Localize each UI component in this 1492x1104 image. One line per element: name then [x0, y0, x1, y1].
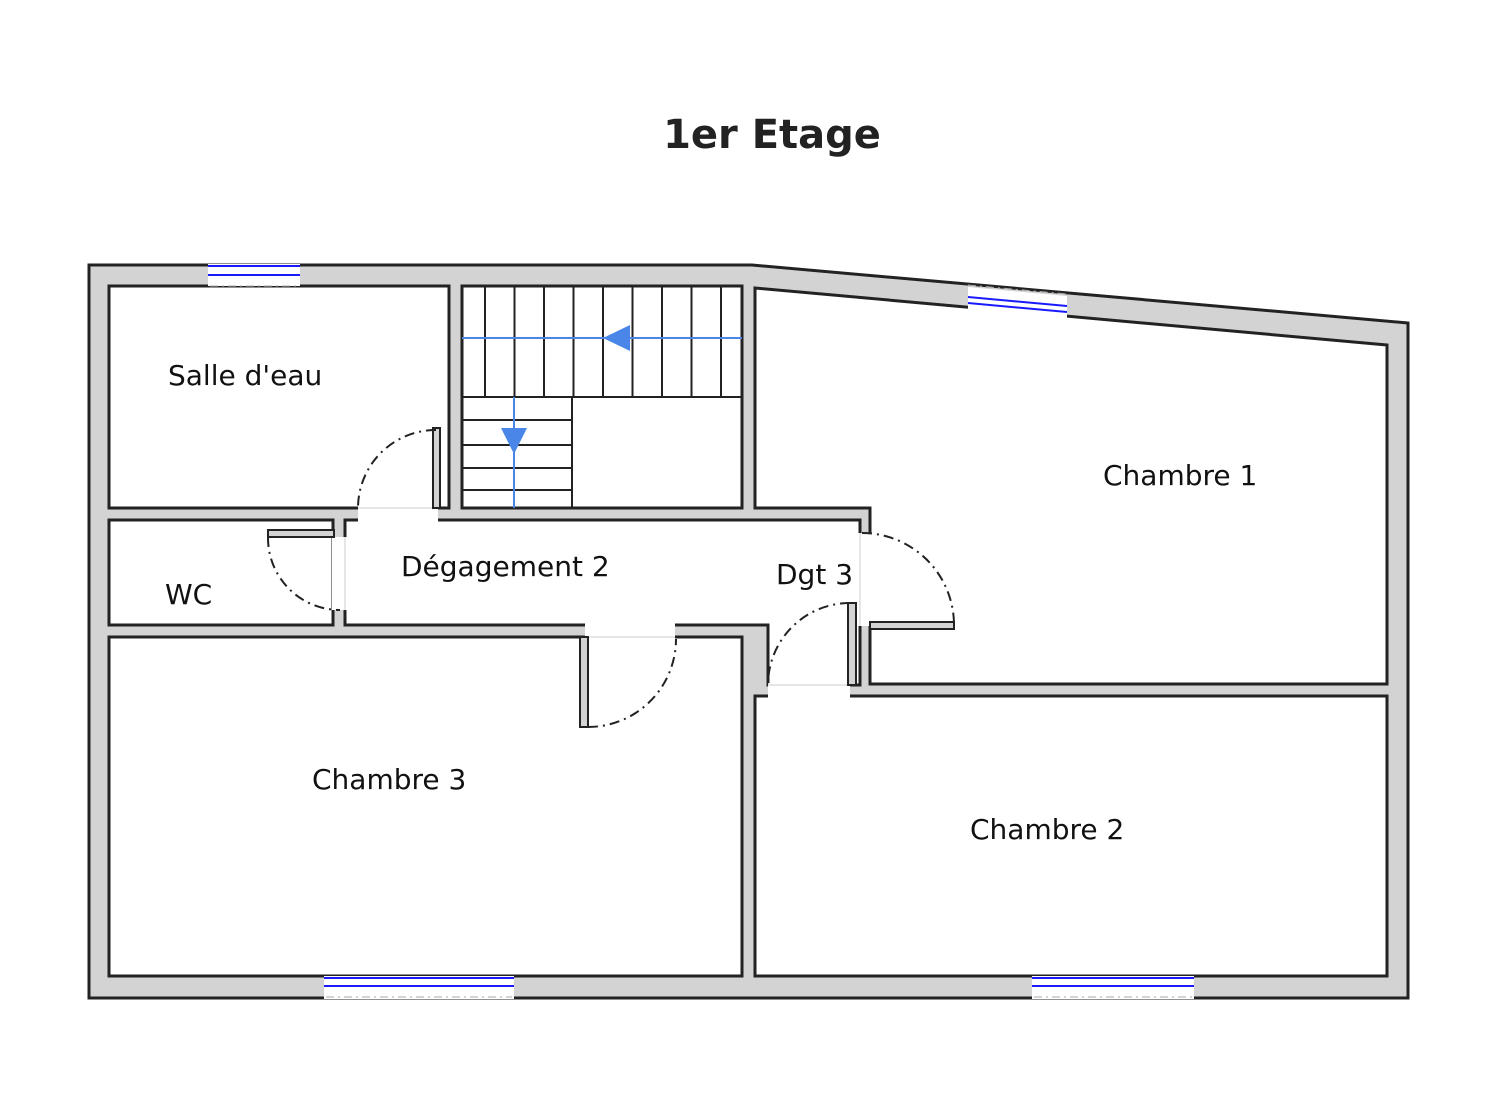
label-chambre-2: Chambre 2 — [970, 813, 1124, 846]
room-salle-deau — [107, 284, 451, 510]
door-openings — [332, 506, 872, 698]
window-chambre-3 — [324, 976, 514, 999]
plan-title: 1er Etage — [663, 112, 881, 158]
label-salle-deau: Salle d'eau — [168, 359, 322, 392]
label-dgt-3: Dgt 3 — [776, 558, 853, 591]
room-chambre-2 — [753, 694, 1389, 978]
door-chambre-3 — [579, 636, 589, 728]
window-salle-deau — [208, 264, 300, 287]
room-wc — [107, 518, 335, 627]
doors — [267, 427, 955, 728]
windows — [208, 264, 1194, 999]
room-chambre-1 — [753, 286, 1389, 686]
window-chambre-2 — [1032, 976, 1194, 999]
staircase — [462, 286, 742, 508]
label-chambre-3: Chambre 3 — [312, 763, 466, 796]
window-chambre-1 — [967, 284, 1068, 318]
stair-direction-arrows — [462, 325, 742, 508]
door-salle-deau — [432, 427, 441, 509]
walls — [87, 263, 1410, 1000]
label-wc: WC — [165, 578, 212, 611]
label-degagement-2: Dégagement 2 — [401, 550, 610, 583]
room-chambre-3 — [107, 635, 744, 978]
label-chambre-1: Chambre 1 — [1103, 459, 1257, 492]
door-chambre-1 — [869, 621, 955, 630]
door-chambre-2 — [847, 602, 857, 686]
door-wc — [267, 529, 335, 538]
